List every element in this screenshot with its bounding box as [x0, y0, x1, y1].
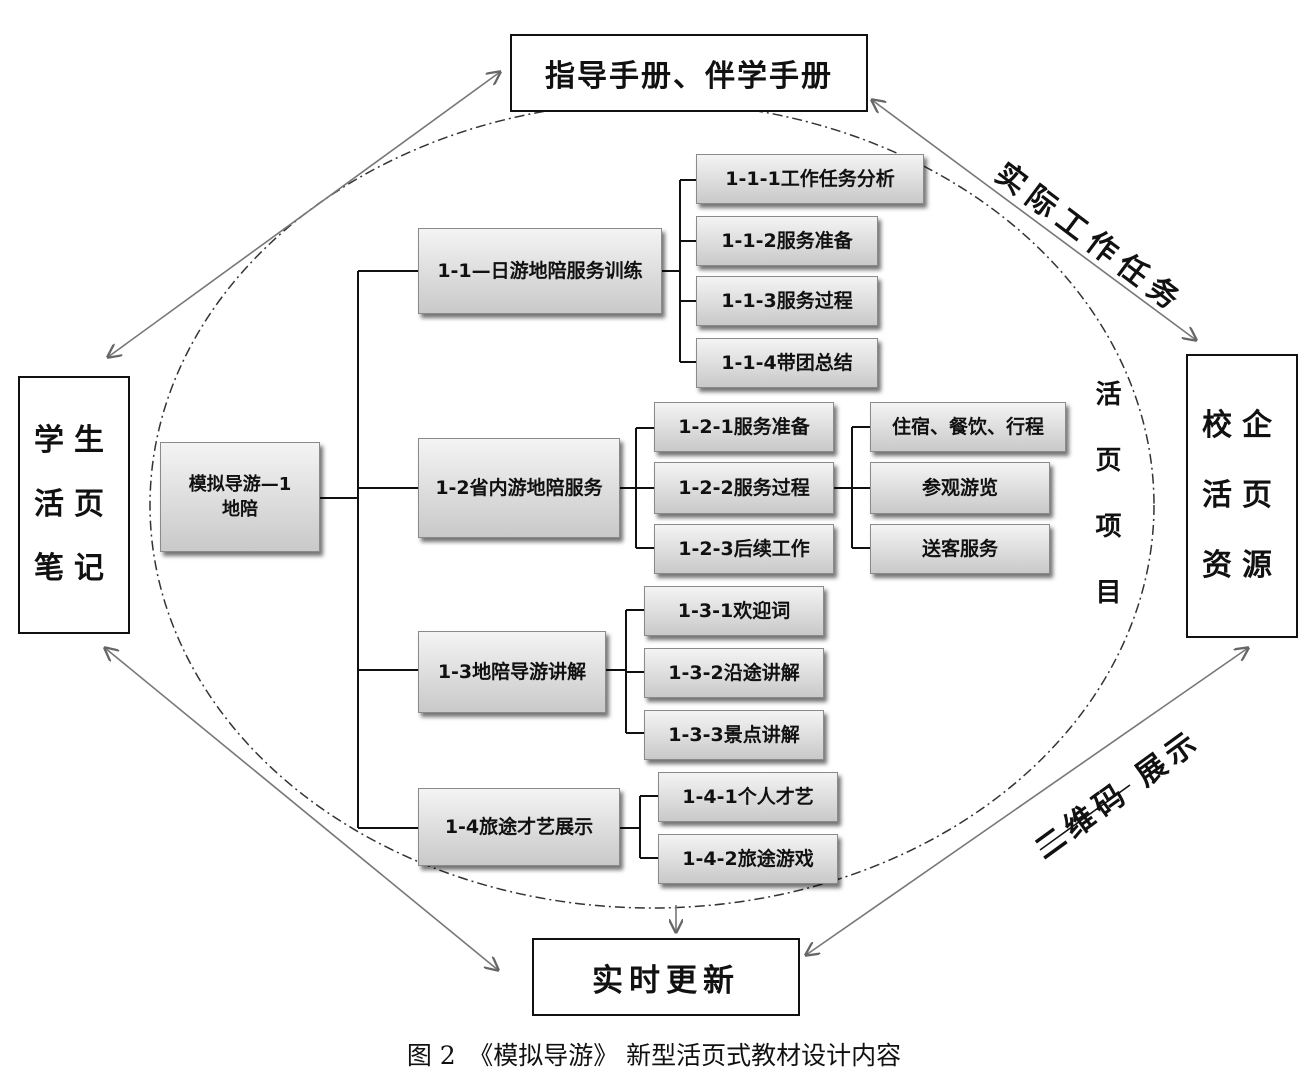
arrow-topleft	[108, 72, 500, 357]
branch-node-label: 1-3地陪导游讲解	[437, 660, 587, 683]
arrow-topright	[872, 100, 1196, 340]
sub-node-lodging-dining: 住宿、餐饮、行程	[870, 402, 1066, 452]
arrow-bottomright	[806, 648, 1248, 955]
activity-ellipse	[149, 101, 1155, 909]
right-box-line-2: 活页	[1202, 478, 1282, 513]
sub-node-sightseeing: 参观游览	[870, 462, 1050, 514]
leaf-node-label: 1-1-1工作任务分析	[725, 167, 895, 190]
leaf-node-1-3-2: 1-3-2沿途讲解	[644, 648, 824, 698]
leaf-node-1-1-4: 1-1-4带团总结	[696, 338, 878, 388]
right-box-line-1: 校企	[1202, 408, 1282, 443]
branch-node-1-1: 1-1—日游地陪服务训练	[418, 228, 662, 314]
branch-node-label: 1-4旅途才艺展示	[444, 815, 594, 838]
top-box-label: 指导手册、伴学手册	[545, 59, 833, 94]
sub-node-label: 参观游览	[921, 476, 998, 499]
leaf-node-1-2-3: 1-2-3后续工作	[654, 524, 834, 574]
branch-node-label: 1-1—日游地陪服务训练	[437, 259, 643, 282]
leaf-node-label: 1-4-2旅途游戏	[682, 847, 814, 870]
leaf-node-1-1-1: 1-1-1工作任务分析	[696, 154, 924, 204]
branch-node-label: 1-2省内游地陪服务	[435, 476, 603, 499]
leaf-node-label: 1-2-2服务过程	[678, 476, 810, 499]
branch-node-1-4: 1-4旅途才艺展示	[418, 788, 620, 866]
label-activity-project: 活页项目	[1091, 380, 1121, 644]
right-box-enterprise-resources: 校企 活页 资源	[1186, 354, 1298, 638]
left-box-student-notes: 学生 活页 笔记	[18, 376, 130, 634]
leaf-node-1-2-2: 1-2-2服务过程	[654, 462, 834, 514]
sub-node-label: 住宿、餐饮、行程	[891, 415, 1044, 438]
leaf-node-label: 1-1-3服务过程	[721, 289, 853, 312]
sub-node-label: 送客服务	[921, 537, 998, 560]
leaf-node-1-3-3: 1-3-3景点讲解	[644, 710, 824, 760]
arrow-bottomleft	[105, 648, 498, 970]
left-box-line-3: 笔记	[34, 551, 114, 586]
qr-underline	[1039, 784, 1131, 851]
bottom-box-realtime: 实时更新	[532, 938, 800, 1016]
leaf-node-label: 1-3-3景点讲解	[668, 723, 800, 746]
leaf-node-1-2-1: 1-2-1服务准备	[654, 402, 834, 452]
leaf-node-1-1-2: 1-1-2服务准备	[696, 216, 878, 266]
leaf-node-1-4-2: 1-4-2旅途游戏	[658, 834, 838, 884]
sub-node-farewell: 送客服务	[870, 524, 1050, 574]
leaf-node-1-1-3: 1-1-3服务过程	[696, 276, 878, 326]
leaf-node-1-3-1: 1-3-1欢迎词	[644, 586, 824, 636]
leaf-node-label: 1-2-3后续工作	[678, 537, 810, 560]
branch-node-1-3: 1-3地陪导游讲解	[418, 631, 606, 713]
top-box-manuals: 指导手册、伴学手册	[510, 34, 868, 112]
left-box-line-1: 学生	[34, 423, 114, 458]
leaf-node-1-4-1: 1-4-1个人才艺	[658, 772, 838, 822]
right-box-line-3: 资源	[1202, 548, 1282, 583]
tree-connectors	[320, 179, 870, 859]
branch-node-1-2: 1-2省内游地陪服务	[418, 438, 620, 538]
figure-caption: 图 2 《模拟导游》 新型活页式教材设计内容	[406, 1041, 902, 1070]
root-node: 模拟导游—1 地陪	[160, 442, 320, 552]
leaf-node-label: 1-3-1欢迎词	[677, 599, 791, 622]
leaf-node-label: 1-1-2服务准备	[721, 229, 853, 252]
root-node-label: 模拟导游—1 地陪	[188, 473, 292, 520]
left-box-line-2: 活页	[34, 487, 114, 522]
leaf-node-label: 1-3-2沿途讲解	[668, 661, 800, 684]
bottom-box-label: 实时更新	[592, 962, 740, 999]
leaf-node-label: 1-1-4带团总结	[721, 351, 853, 374]
leaf-node-label: 1-4-1个人才艺	[682, 785, 814, 808]
leaf-node-label: 1-2-1服务准备	[678, 415, 810, 438]
